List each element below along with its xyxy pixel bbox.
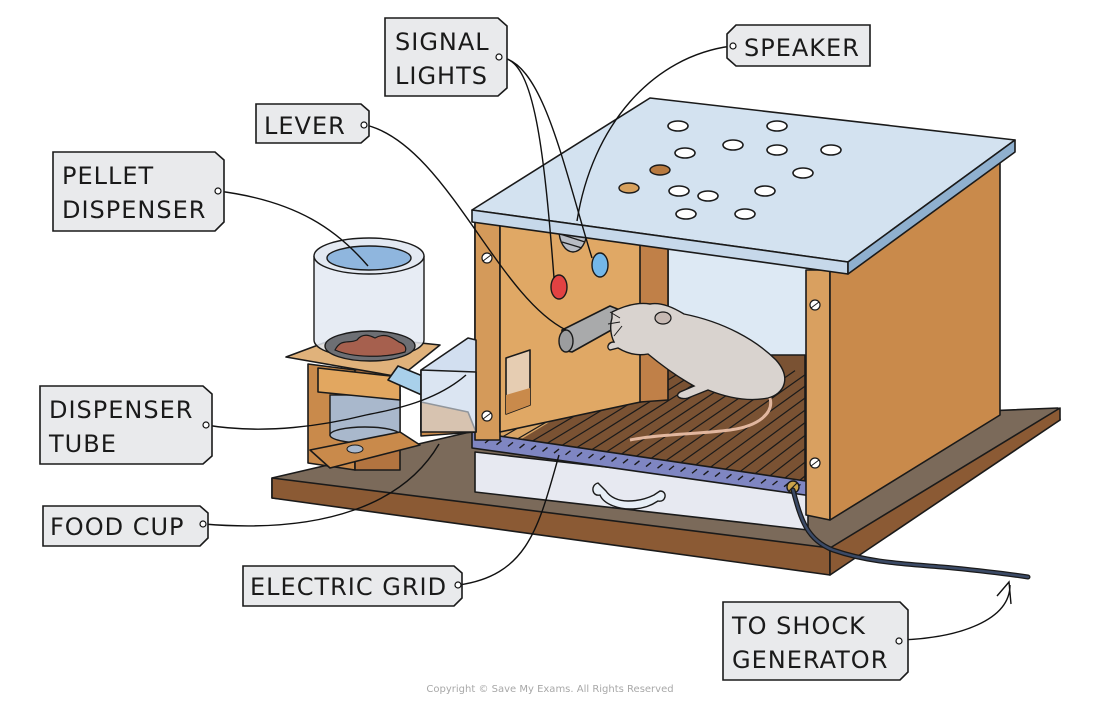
vent-hole bbox=[697, 190, 719, 202]
drawer-handle bbox=[592, 482, 666, 510]
grid-tick bbox=[611, 456, 617, 463]
signal-light-blue bbox=[591, 252, 609, 278]
lid bbox=[471, 97, 1016, 275]
label-food-cup: FOOD CUP bbox=[42, 505, 209, 547]
grid-tick bbox=[507, 441, 514, 447]
rat-tail bbox=[629, 397, 773, 442]
lid-vent-holes bbox=[667, 120, 842, 220]
floor-bar bbox=[669, 370, 811, 471]
vent-hole bbox=[674, 147, 696, 159]
grid-tick bbox=[634, 460, 640, 466]
labels: SIGNAL LIGHTS SPEAKER LEVER PELLET DISPE… bbox=[39, 17, 909, 681]
grid-tick bbox=[714, 472, 721, 478]
grid-tick bbox=[622, 458, 629, 464]
rat bbox=[607, 302, 786, 442]
grid-tick bbox=[553, 448, 560, 454]
grid-tick bbox=[576, 451, 583, 457]
svg-text:TO SHOCK: TO SHOCK bbox=[731, 612, 866, 640]
svg-text:GENERATOR: GENERATOR bbox=[732, 646, 888, 674]
grid-tick bbox=[726, 473, 732, 479]
grid-tick bbox=[530, 445, 537, 451]
svg-text:DISPENSER: DISPENSER bbox=[49, 396, 193, 424]
grid-tick bbox=[737, 475, 744, 481]
vent-hole bbox=[766, 144, 788, 156]
vent-hole bbox=[754, 185, 776, 197]
electric-grid-ticks bbox=[484, 438, 801, 489]
label-to-shock-generator: TO SHOCK GENERATOR bbox=[722, 601, 909, 681]
panel-screws bbox=[481, 252, 493, 422]
label-speaker: SPEAKER bbox=[726, 24, 871, 67]
vent-hole bbox=[820, 144, 842, 156]
leader-lines bbox=[203, 45, 1012, 641]
svg-text:FOOD CUP: FOOD CUP bbox=[50, 513, 185, 541]
label-text: LIGHTS bbox=[395, 62, 488, 90]
side-hole bbox=[618, 182, 640, 194]
label-signal-lights: SIGNAL LIGHTS bbox=[384, 17, 508, 97]
food-cup bbox=[420, 337, 477, 437]
grid-tick bbox=[691, 468, 698, 474]
svg-text:PELLET: PELLET bbox=[62, 162, 154, 190]
grid-tick bbox=[680, 467, 686, 473]
vent-hole bbox=[734, 208, 756, 220]
label-lever: LEVER bbox=[255, 103, 370, 144]
svg-text:SPEAKER: SPEAKER bbox=[744, 34, 860, 62]
vent-hole bbox=[667, 120, 689, 132]
grid-tick bbox=[565, 450, 571, 456]
grid-tick bbox=[519, 443, 525, 449]
svg-text:DISPENSER: DISPENSER bbox=[62, 196, 206, 224]
grid-tick bbox=[749, 477, 755, 483]
svg-text:ELECTRIC GRID: ELECTRIC GRID bbox=[250, 573, 447, 601]
signal-light-red bbox=[550, 274, 568, 300]
copyright-notice: Copyright © Save My Exams. All Rights Re… bbox=[426, 684, 674, 695]
label-electric-grid: ELECTRIC GRID bbox=[242, 565, 463, 607]
post-hole bbox=[649, 164, 671, 176]
grid-tick bbox=[645, 461, 652, 468]
label-dispenser-tube: DISPENSER TUBE bbox=[39, 385, 213, 465]
floor-bar bbox=[564, 366, 706, 456]
grid-tick bbox=[542, 446, 548, 452]
vent-hole bbox=[766, 120, 788, 132]
grid-tick bbox=[668, 465, 675, 471]
grid-tick bbox=[496, 440, 502, 446]
label-pellet-dispenser: PELLET DISPENSER bbox=[52, 151, 225, 232]
grid-tick bbox=[703, 470, 709, 476]
grid-tick bbox=[760, 478, 767, 484]
vent-hole bbox=[792, 167, 814, 179]
svg-text:LEVER: LEVER bbox=[264, 112, 346, 140]
vent-hole bbox=[675, 208, 697, 220]
svg-text:TUBE: TUBE bbox=[48, 430, 117, 458]
grid-tick bbox=[599, 455, 606, 461]
grid-tick bbox=[588, 453, 594, 459]
grid-tick bbox=[772, 480, 778, 486]
vent-hole bbox=[668, 185, 690, 197]
pellet-dispenser bbox=[285, 237, 441, 471]
grid-tick bbox=[657, 463, 663, 469]
label-text: SIGNAL bbox=[395, 28, 490, 56]
vent-hole bbox=[722, 139, 744, 151]
